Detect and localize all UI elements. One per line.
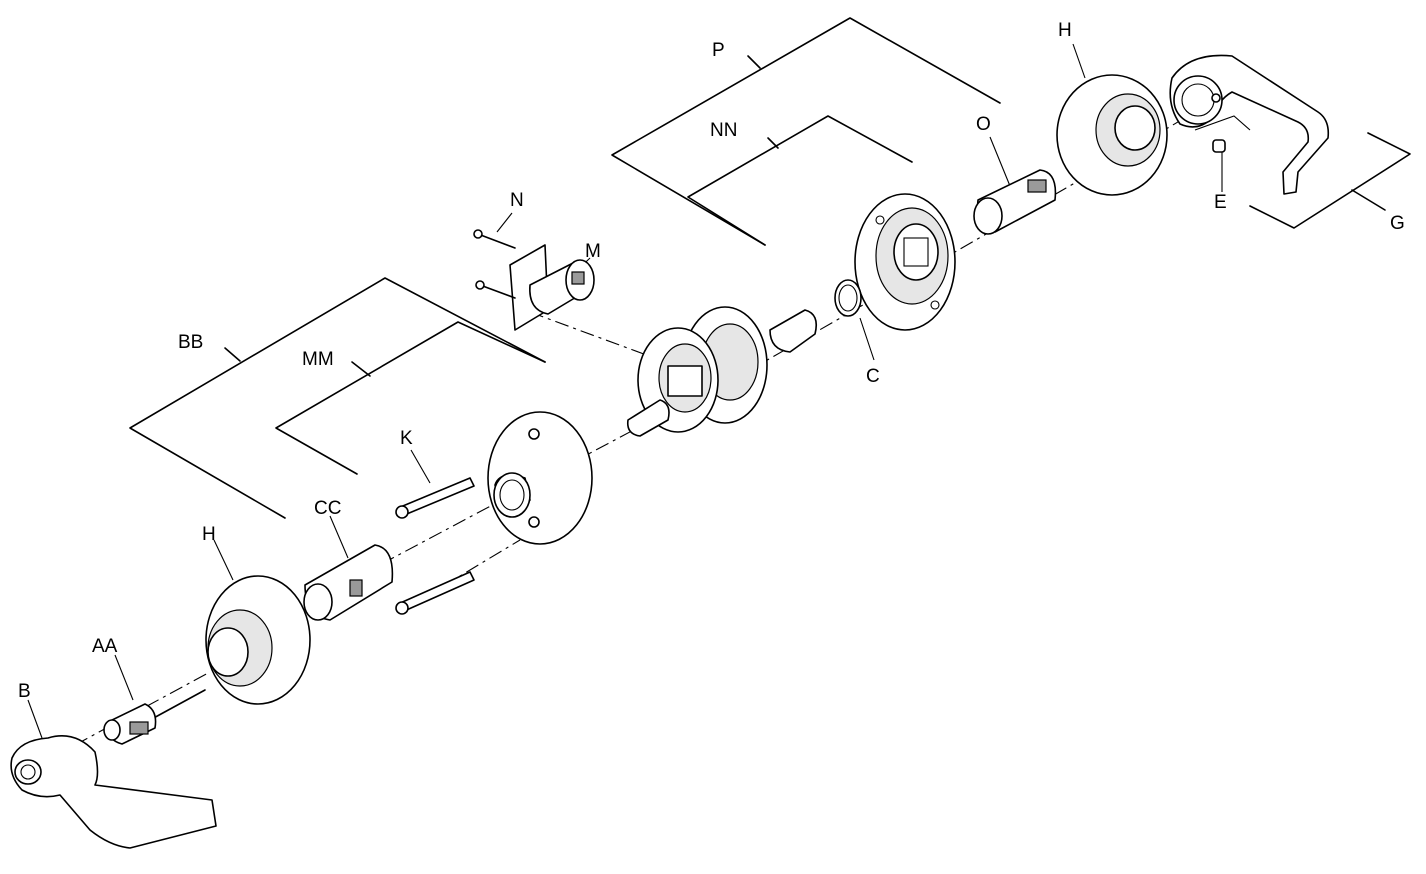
latch-m xyxy=(509,244,595,331)
label-o: O xyxy=(976,114,991,135)
rose-mm xyxy=(487,411,593,545)
retaining-ring-c xyxy=(834,279,862,317)
spindle-o xyxy=(973,169,1057,235)
through-bolts-k xyxy=(395,477,475,615)
label-cc: CC xyxy=(314,498,341,519)
bracket-nn xyxy=(687,115,913,246)
bracket-g xyxy=(1249,132,1411,229)
label-g: G xyxy=(1390,213,1405,234)
label-n: N xyxy=(510,190,524,211)
bracket-p xyxy=(611,17,1001,246)
bracket-bb xyxy=(129,277,546,519)
label-p: P xyxy=(712,40,725,61)
label-bb: BB xyxy=(178,332,203,353)
spindle-cc xyxy=(303,544,394,621)
lever-handle-b xyxy=(10,735,217,849)
rose-h-top xyxy=(1056,74,1168,196)
bracket-mm xyxy=(275,321,546,475)
label-mm: MM xyxy=(302,349,334,370)
label-b: B xyxy=(18,681,31,702)
label-nn: NN xyxy=(710,120,737,141)
label-h-top: H xyxy=(1058,20,1072,41)
mounting-plate-right xyxy=(854,193,956,331)
set-screw-e xyxy=(1212,139,1226,153)
label-k: K xyxy=(400,428,413,449)
screws-n xyxy=(473,229,516,299)
rose-h-bottom xyxy=(205,575,311,705)
lock-chassis xyxy=(626,306,818,437)
label-e: E xyxy=(1214,192,1227,213)
label-m: M xyxy=(585,241,601,262)
label-c: C xyxy=(866,366,880,387)
lever-handle-right xyxy=(1169,54,1330,195)
label-aa: AA xyxy=(92,636,118,657)
key-cylinder-aa xyxy=(103,689,206,745)
label-h-bottom: H xyxy=(202,524,216,545)
